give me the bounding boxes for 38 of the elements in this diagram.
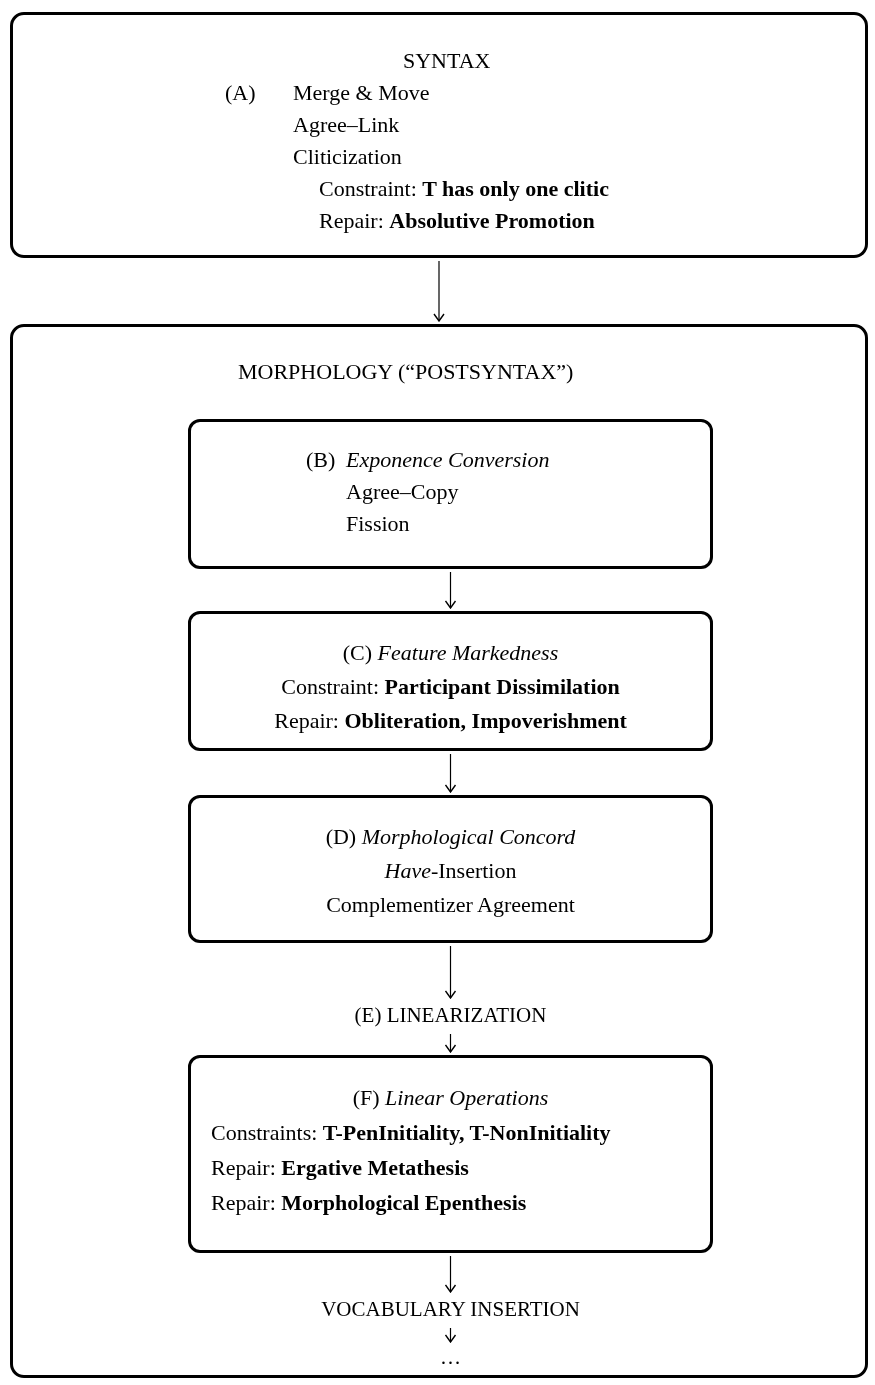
arrow	[444, 945, 457, 999]
arrow	[444, 753, 457, 793]
operation-text: Fission	[346, 510, 410, 538]
section-heading: MORPHOLOGY (“POSTSYNTAX”)	[238, 358, 574, 386]
stage-label: VOCABULARY INSERTION	[321, 1296, 580, 1324]
rule-text: Complementizer Agreement	[326, 891, 575, 919]
operation-text: Merge & Move	[293, 79, 430, 107]
process-box	[188, 1055, 713, 1253]
process-box	[188, 611, 713, 751]
section-heading: SYNTAX	[403, 47, 491, 75]
operation-text: Agree–Copy	[346, 478, 459, 506]
arrow	[444, 1327, 457, 1343]
module-box	[10, 12, 868, 258]
step-title: (F) Linear Operations	[352, 1084, 549, 1112]
rule-text: Repair: Ergative Metathesis	[211, 1154, 469, 1182]
stage-label: (E) LINEARIZATION	[354, 1002, 547, 1030]
rule-text: Have-Insertion	[384, 857, 517, 885]
step-title: Exponence Conversion	[346, 446, 550, 474]
arrow	[444, 1033, 457, 1053]
operation-text: Cliticization	[293, 143, 402, 171]
step-label: (A)	[225, 79, 256, 107]
ellipsis-text: …	[440, 1344, 461, 1372]
process-box	[188, 419, 713, 569]
rule-text: Repair: Absolutive Promotion	[319, 207, 595, 235]
rule-text: Constraints: T-PenInitiality, T-NonInitiality	[211, 1119, 611, 1147]
step-title: (D) Morphological Concord	[325, 823, 576, 851]
operation-text: Agree–Link	[293, 111, 400, 139]
rule-text: Constraint: Participant Dissimilation	[281, 673, 620, 701]
rule-text: Repair: Morphological Epenthesis	[211, 1189, 527, 1217]
rule-text: Constraint: T has only one clitic	[319, 175, 609, 203]
arrow	[444, 571, 457, 609]
module-box	[10, 324, 868, 1378]
arrow	[444, 1255, 457, 1293]
process-box	[188, 795, 713, 943]
step-title: (C) Feature Markedness	[342, 639, 559, 667]
rule-text: Repair: Obliteration, Impoverishment	[274, 707, 627, 735]
step-label: (B)	[306, 446, 336, 474]
arrow	[433, 260, 445, 322]
